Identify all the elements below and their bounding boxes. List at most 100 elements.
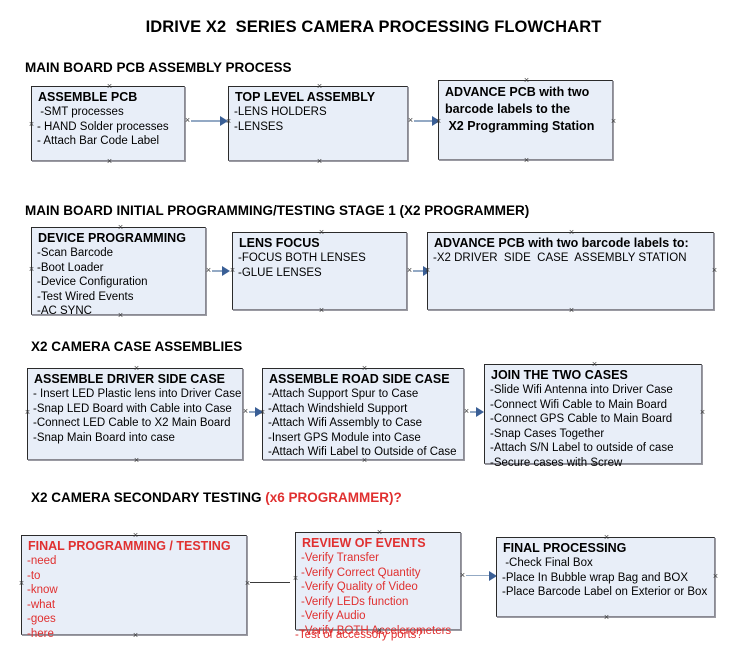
connector-handle-left[interactable] [435, 118, 442, 125]
box-line: -Snap LED Board with Cable into Case [33, 402, 232, 415]
flow-box-device-programming[interactable]: DEVICE PROGRAMMING -Scan Barcode -Boot L… [28, 224, 206, 317]
connector-handle-left[interactable] [24, 409, 31, 416]
section-header-text: X2 CAMERA SECONDARY TESTING [31, 490, 266, 505]
flow-box-join-the-two-cases[interactable]: JOIN THE TWO CASES -Slide Wifi Antenna i… [484, 361, 702, 469]
flow-box-top-level-assembly[interactable]: TOP LEVEL ASSEMBLY -LENS HOLDERS -LENSES [228, 86, 408, 161]
connector-handle-bottom[interactable] [132, 632, 139, 639]
connector-handle-left[interactable] [28, 121, 35, 128]
connector-handle-right[interactable] [407, 117, 414, 124]
connector-handle-bottom[interactable] [318, 307, 325, 314]
connector-handle-bottom[interactable] [568, 307, 575, 314]
connector-handle-top[interactable] [318, 229, 325, 236]
box-line: -Device Configuration [37, 276, 148, 288]
box-title: REVIEW OF EVENTS [302, 536, 426, 550]
connector-handle-top[interactable] [591, 361, 598, 368]
connector-handle-top[interactable] [603, 534, 610, 541]
section-header-accent: (x6 PROGRAMMER)? [265, 490, 402, 505]
connector-handle-top[interactable] [117, 224, 124, 231]
connector-handle-right[interactable] [711, 267, 718, 274]
box-line: -Verify Quality of Video [301, 581, 418, 593]
box-line: -Connect Wifi Cable to Main Board [490, 398, 668, 411]
connector-handle-bottom[interactable] [133, 457, 140, 464]
connector-handle-right[interactable] [242, 408, 249, 415]
connector-handle-right[interactable] [463, 408, 470, 415]
box-title: JOIN THE TWO CASES [491, 368, 628, 382]
connector-handle-bottom[interactable] [523, 157, 530, 164]
box-title: FINAL PROGRAMMING / TESTING [28, 539, 231, 553]
box-line: -Attach S/N Label to outside of case [490, 442, 674, 454]
box-line: -Secure cases with Screw [490, 456, 623, 469]
box-line: -Slide Wifi Antenna into Driver Case [490, 384, 673, 396]
section-header-main-board-initial-programming: MAIN BOARD INITIAL PROGRAMMING/TESTING S… [25, 203, 530, 218]
box-title: ADVANCE PCB with two barcode labels to t… [445, 85, 595, 133]
connector-handle-bottom[interactable] [316, 158, 323, 165]
box-line: -Snap Main Board into case [33, 431, 175, 444]
box-title: ADVANCE PCB with two barcode labels to: [434, 236, 689, 250]
box-line: -Place Barcode Label on Exterior or Box [502, 586, 708, 598]
connector-handle-right[interactable] [459, 572, 466, 579]
box-title: FINAL PROCESSING [503, 541, 627, 555]
connector-arrowhead [222, 266, 230, 276]
connector-handle-top[interactable] [106, 83, 113, 90]
connector-handle-top[interactable] [568, 229, 575, 236]
flow-box-assemble-pcb[interactable]: ASSEMBLE PCB -SMT processes - HAND Solde… [31, 86, 185, 161]
box-title: TOP LEVEL ASSEMBLY [235, 90, 376, 104]
connector-handle-top[interactable] [316, 83, 323, 90]
connector-handle-left[interactable] [18, 580, 25, 587]
connector-handle-top[interactable] [132, 532, 139, 539]
connector-handle-right[interactable] [205, 267, 212, 274]
connector-handle-right[interactable] [712, 573, 719, 580]
page-title: IDRIVE X2 SERIES CAMERA PROCESSING FLOWC… [145, 18, 602, 36]
connector-handle-bottom[interactable] [603, 614, 610, 621]
box-line: -Connect GPS Cable to Main Board [490, 413, 673, 425]
box-line: -Boot Loader [37, 261, 104, 274]
flow-box-final-processing[interactable]: FINAL PROCESSING -Check Final Box -Place… [496, 537, 715, 617]
connector-line [250, 582, 290, 583]
connector-handle-right[interactable] [184, 117, 191, 124]
connector-handle-left[interactable] [424, 267, 431, 274]
connector-handle-bottom[interactable] [117, 312, 124, 319]
connector-arrowhead [220, 116, 228, 126]
connector-arrowhead [489, 571, 497, 581]
connector-handle-left[interactable] [292, 575, 299, 582]
box-title: LENS FOCUS [239, 236, 320, 250]
connector-handle-top[interactable] [361, 365, 368, 372]
box-line: -Attach Wifi Assembly to Case [268, 417, 423, 429]
section-header-x2-camera-case-assemblies: X2 CAMERA CASE ASSEMBLIES [31, 339, 243, 354]
flow-box-review-of-events[interactable]: REVIEW OF EVENTS -Verify Transfer -Verif… [292, 529, 461, 637]
box-line-overflow: -Test of accessory ports? [295, 629, 423, 641]
connector-handle-left[interactable] [259, 409, 266, 416]
box-title: DEVICE PROGRAMMING [38, 231, 186, 245]
box-line: -Attach Windshield Support [268, 402, 408, 415]
flow-box-assemble-road-side-case[interactable]: ASSEMBLE ROAD SIDE CASE -Attach Support … [262, 368, 464, 460]
box-line: - Insert LED Plastic lens into Driver Ca… [33, 388, 242, 400]
connector-handle-left[interactable] [225, 118, 232, 125]
connector-line [191, 120, 223, 122]
connector-handle-left[interactable] [28, 266, 35, 273]
connector-handle-right[interactable] [610, 118, 617, 125]
connector-handle-top[interactable] [133, 365, 140, 372]
flow-box-advance-pcb-programming-station[interactable]: ADVANCE PCB with two barcode labels to t… [438, 80, 613, 160]
connector-handle-bottom[interactable] [591, 461, 598, 468]
flow-box-assemble-driver-side-case[interactable]: ASSEMBLE DRIVER SIDE CASE - Insert LED P… [27, 368, 243, 460]
box-line: -FOCUS BOTH LENSES [238, 252, 366, 264]
connector-handle-bottom[interactable] [106, 158, 113, 165]
box-line: -LENS HOLDERS [234, 106, 327, 118]
connector-handle-top[interactable] [523, 77, 530, 84]
box-line: -know [27, 584, 58, 596]
box-line: -Place In Bubble wrap Bag and BOX [502, 571, 689, 584]
box-line: -X2 DRIVER SIDE CASE ASSEMBLY STATION [433, 252, 687, 264]
box-line: -SMT processes [37, 106, 124, 118]
flow-box-lens-focus[interactable]: LENS FOCUS -FOCUS BOTH LENSES -GLUE LENS… [232, 232, 407, 310]
connector-handle-right[interactable] [699, 409, 706, 416]
box-line: - HAND Solder processes [37, 120, 169, 133]
box-line: -Scan Barcode [37, 247, 114, 259]
flow-box-final-programming-testing[interactable]: FINAL PROGRAMMING / TESTING -need -to -k… [18, 532, 247, 640]
box-title: ASSEMBLE PCB [38, 90, 138, 104]
flow-box-advance-pcb-driver-side-case[interactable]: ADVANCE PCB with two barcode labels to: … [427, 232, 714, 310]
connector-handle-bottom[interactable] [361, 457, 368, 464]
connector-arrowhead [476, 407, 484, 417]
connector-handle-top[interactable] [376, 529, 383, 536]
connector-handle-left[interactable] [229, 267, 236, 274]
connector-handle-right[interactable] [406, 267, 413, 274]
